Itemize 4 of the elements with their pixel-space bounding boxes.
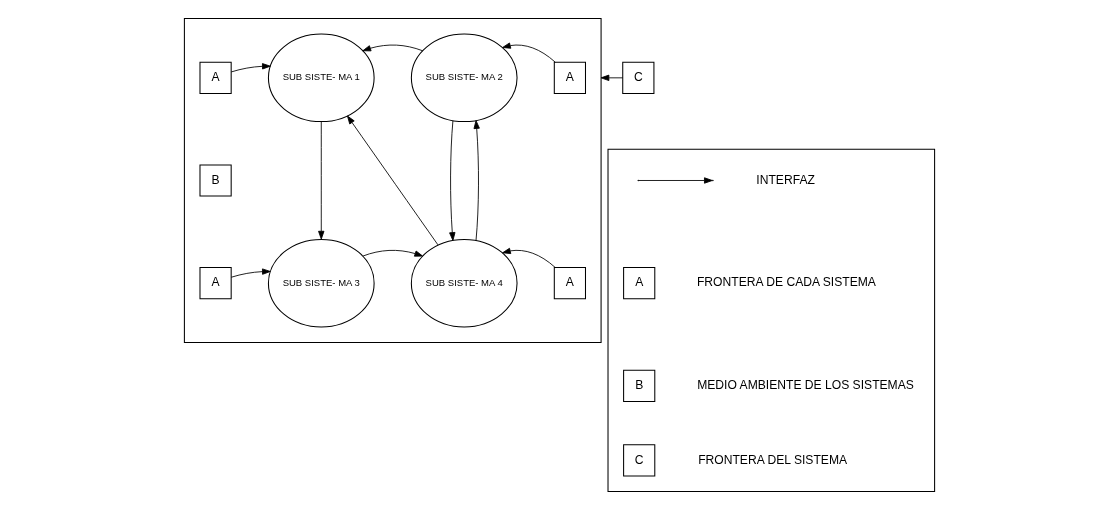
legend-label: MEDIO AMBIENTE DE LOS SISTEMAS bbox=[697, 378, 914, 393]
legend-label: FRONTERA DEL SISTEMA bbox=[698, 452, 848, 467]
legend-label: INTERFAZ bbox=[756, 172, 815, 187]
legend-label: FRONTERA DE CADA SISTEMA bbox=[696, 275, 876, 290]
